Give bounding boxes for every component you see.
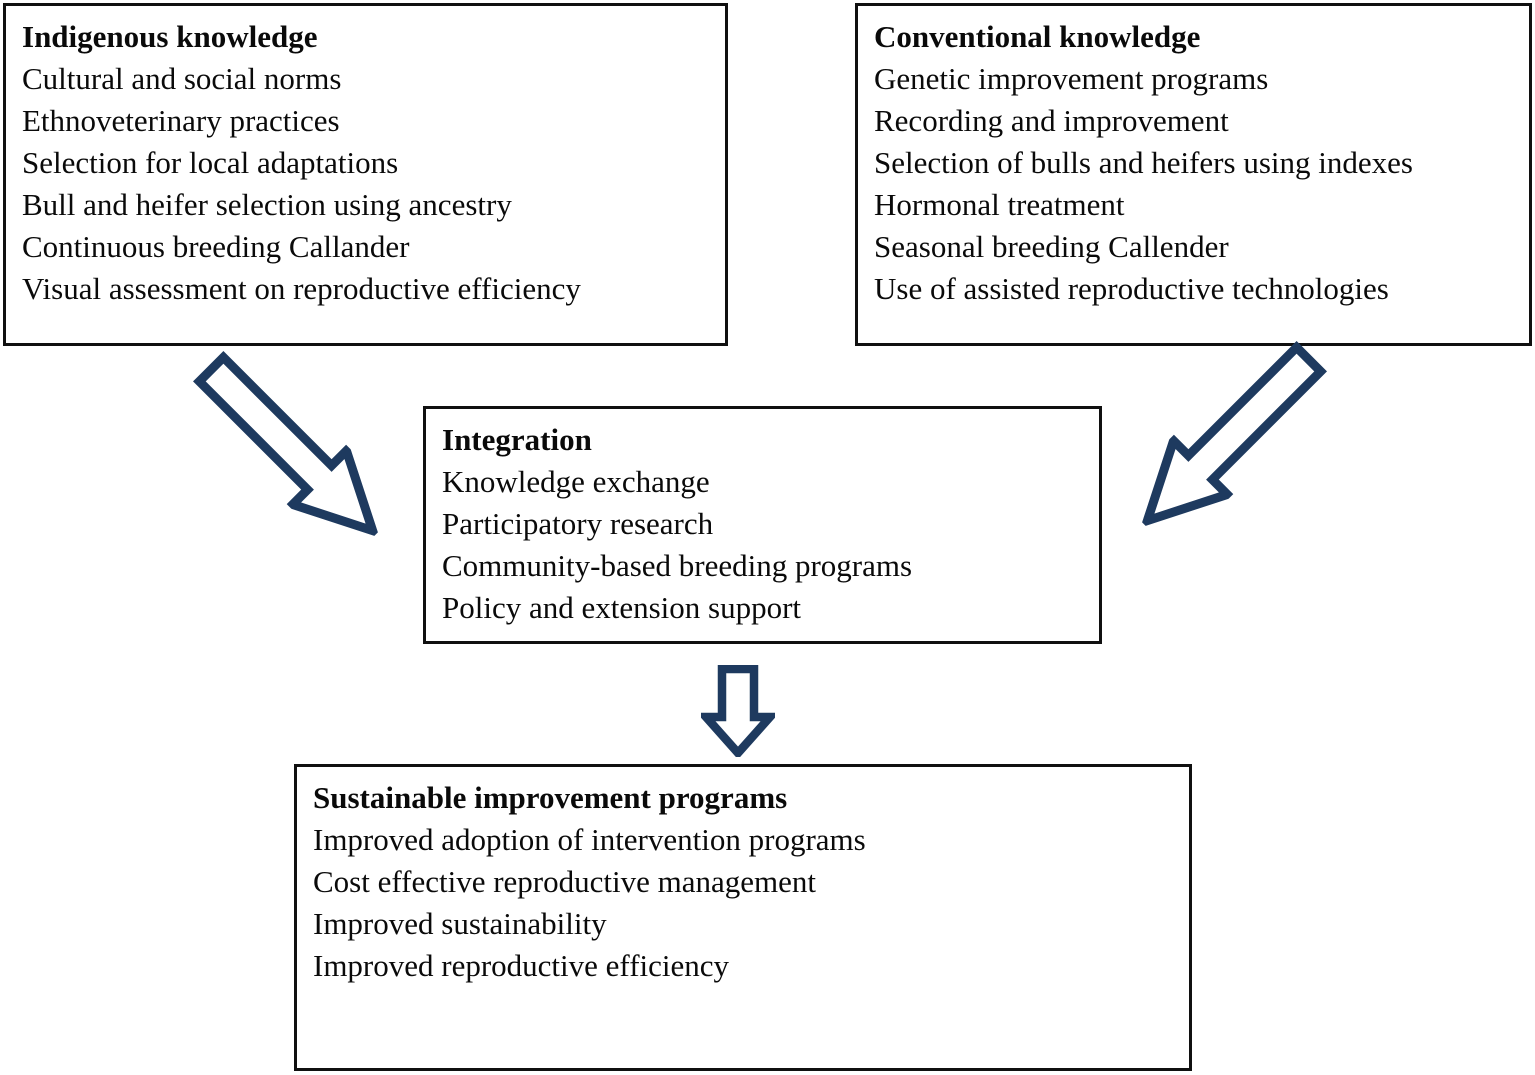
list-item: Participatory research — [442, 506, 714, 541]
list-item: Recording and improvement — [874, 103, 1229, 138]
arrow-conventional-to-integration-icon — [1140, 341, 1327, 528]
box-title-integration: Integration — [442, 422, 592, 457]
list-item: Genetic improvement programs — [874, 61, 1269, 96]
list-item: Community-based breeding programs — [442, 548, 913, 583]
integration-box: Integration Knowledge exchange Participa… — [423, 406, 1102, 644]
list-item: Bull and heifer selection using ancestry — [22, 187, 512, 222]
list-item: Knowledge exchange — [442, 464, 710, 499]
list-item: Visual assessment on reproductive effici… — [22, 271, 581, 306]
list-item: Improved adoption of intervention progra… — [313, 822, 866, 857]
indigenous-knowledge-box: Indigenous knowledge Cultural and social… — [3, 3, 728, 346]
box-title-sustainable: Sustainable improvement programs — [313, 780, 788, 815]
list-item: Use of assisted reproductive technologie… — [874, 271, 1389, 306]
list-item: Seasonal breeding Callender — [874, 229, 1229, 264]
arrow-indigenous-to-integration-icon — [193, 351, 380, 538]
list-item: Improved reproductive efficiency — [313, 948, 730, 983]
list-item: Policy and extension support — [442, 590, 802, 625]
list-item: Cultural and social norms — [22, 61, 342, 96]
list-item: Selection for local adaptations — [22, 145, 399, 180]
sustainable-improvement-box: Sustainable improvement programs Improve… — [294, 764, 1192, 1071]
list-item: Ethnoveterinary practices — [22, 103, 340, 138]
list-item: Continuous breeding Callander — [22, 229, 410, 264]
list-item: Cost effective reproductive management — [313, 864, 816, 899]
arrow-integration-to-sustainable-icon — [701, 665, 775, 757]
conventional-knowledge-box: Conventional knowledge Genetic improveme… — [855, 3, 1532, 346]
list-item: Hormonal treatment — [874, 187, 1125, 222]
list-item: Selection of bulls and heifers using ind… — [874, 145, 1413, 180]
box-title-indigenous: Indigenous knowledge — [22, 19, 318, 54]
list-item: Improved sustainability — [313, 906, 607, 941]
box-title-conventional: Conventional knowledge — [874, 19, 1201, 54]
